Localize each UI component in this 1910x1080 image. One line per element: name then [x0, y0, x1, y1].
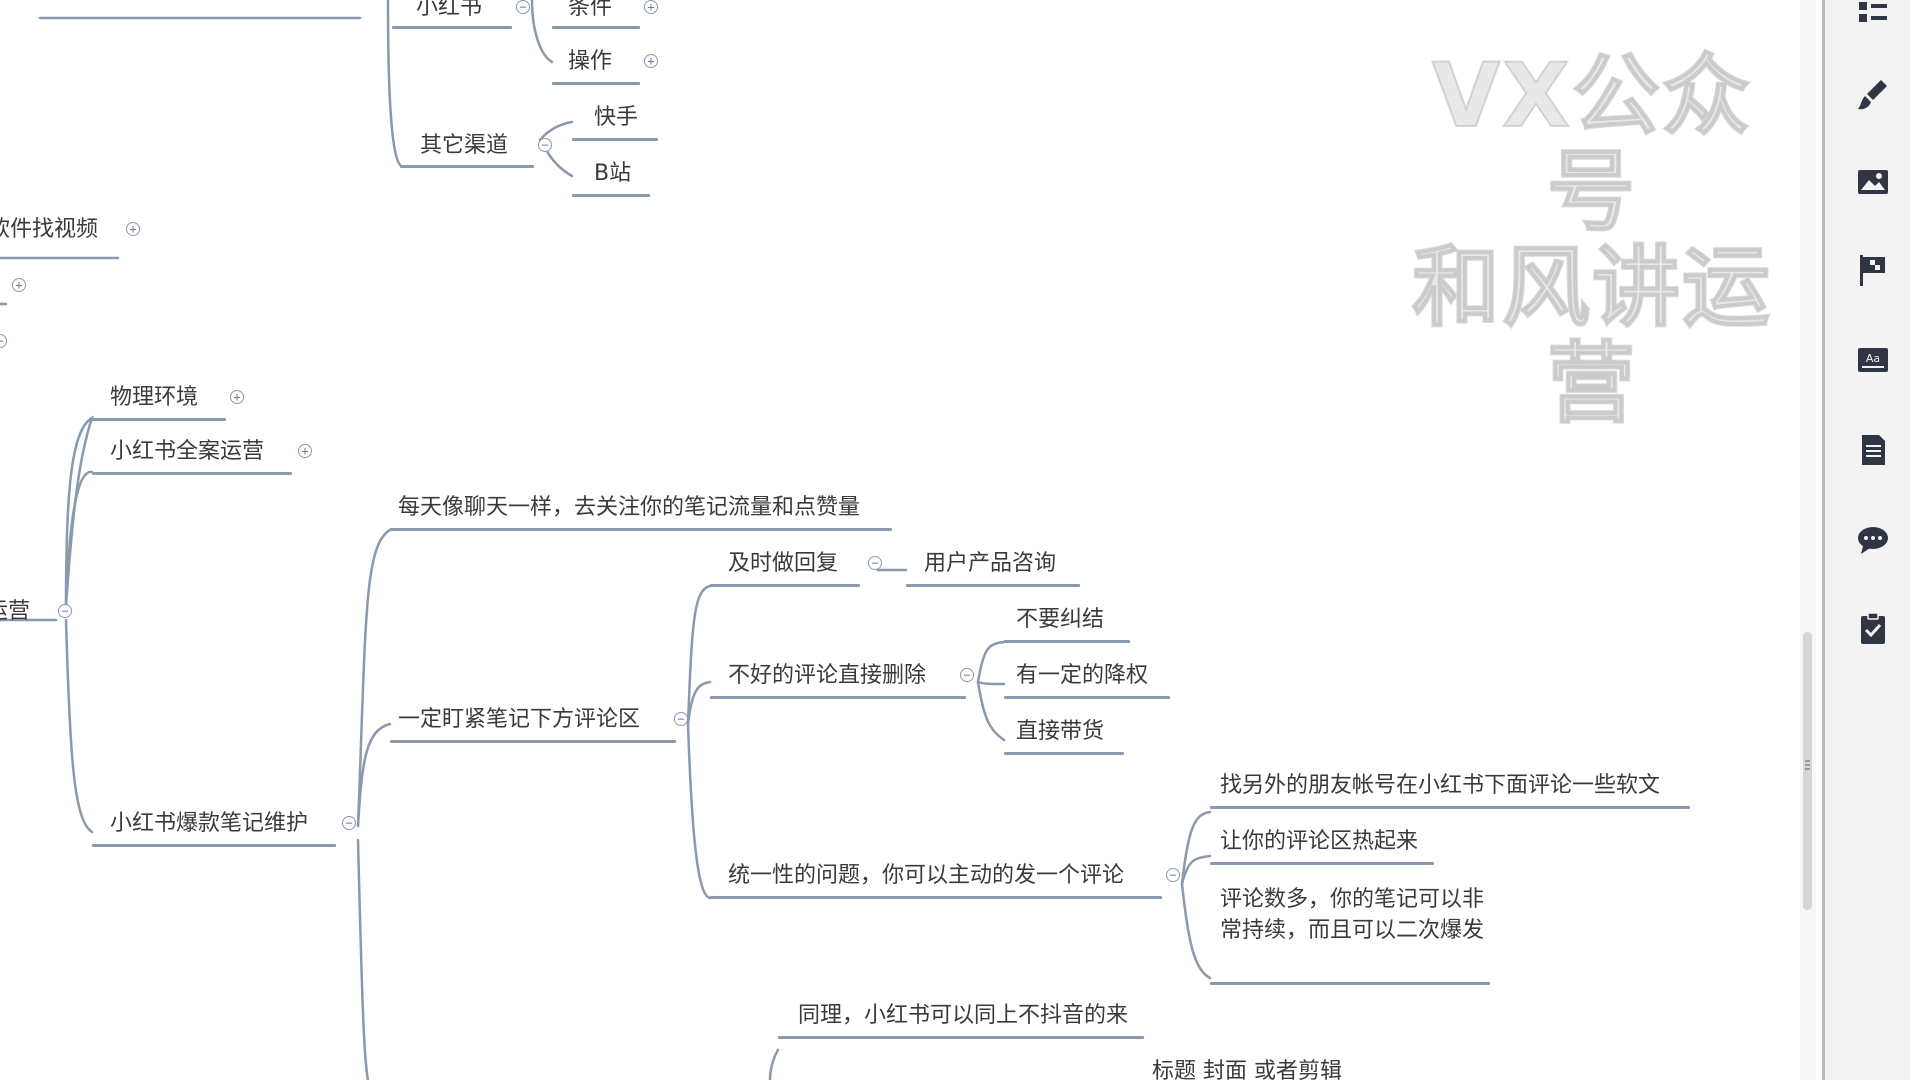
mindmap-links	[0, 0, 1212, 1080]
node-tongyixing[interactable]: 统一性的问题，你可以主动的发一个评论	[728, 863, 1125, 888]
node-underline	[92, 844, 336, 847]
node-ruanjian-zhao-shipin[interactable]: 软件找视频	[0, 217, 99, 242]
expand-toggle[interactable]: +	[12, 278, 26, 292]
mindmap-canvas[interactable]: VX公众号 和风讲运营 小红书 − 条件 + 操作 + 快手 其它渠道 − B站…	[0, 0, 1800, 1080]
task-icon[interactable]	[1855, 610, 1891, 646]
watermark-line2: 和风讲运营	[1411, 236, 1772, 435]
node-bu-hao-pinglun[interactable]: 不好的评论直接删除	[728, 663, 927, 688]
style-brush-icon[interactable]	[1855, 76, 1891, 112]
image-icon[interactable]	[1855, 164, 1891, 200]
node-underline	[400, 165, 534, 168]
node-underline	[1210, 862, 1434, 865]
note-icon[interactable]	[1855, 432, 1891, 468]
node-underline	[552, 26, 640, 29]
node-underline	[390, 528, 892, 531]
text-format-icon[interactable]: Aa	[1855, 342, 1891, 378]
node-underline	[390, 740, 676, 743]
flag-icon[interactable]	[1855, 252, 1891, 288]
vertical-scrollbar[interactable]	[1800, 0, 1816, 1080]
scrollbar-thumb[interactable]	[1803, 632, 1812, 910]
expand-toggle[interactable]: +	[230, 390, 244, 404]
collapse-toggle[interactable]: −	[342, 816, 356, 830]
node-biaoti[interactable]: 标题 封面 或者剪辑	[1152, 1059, 1342, 1080]
node-underline	[572, 138, 658, 141]
node-underline	[1210, 806, 1690, 809]
collapse-toggle[interactable]: −	[0, 334, 7, 348]
node-underline	[552, 82, 640, 85]
outline-icon[interactable]	[1855, 0, 1891, 30]
node-rang-pinglunqu[interactable]: 让你的评论区热起来	[1220, 829, 1419, 854]
right-toolbar: Aa	[1822, 0, 1910, 1080]
node-zhijie-daihuo[interactable]: 直接带货	[1016, 719, 1105, 744]
collapse-toggle[interactable]: −	[58, 604, 72, 618]
node-underline	[710, 696, 966, 699]
node-underline	[710, 896, 1162, 899]
node-yonghu-zixun[interactable]: 用户产品咨询	[924, 551, 1057, 576]
node-youyiding[interactable]: 有一定的降权	[1016, 663, 1149, 688]
node-underline	[1004, 752, 1124, 755]
node-underline	[1210, 982, 1490, 985]
collapse-toggle[interactable]: −	[674, 712, 688, 726]
node-caozuo[interactable]: 操作	[568, 49, 613, 74]
node-underline	[572, 194, 650, 197]
node-qita-qudao[interactable]: 其它渠道	[420, 133, 509, 158]
node-xiaohongshu-top[interactable]: 小红书	[416, 0, 483, 20]
node-meitian[interactable]: 每天像聊天一样，去关注你的笔记流量和点赞量	[398, 495, 861, 520]
node-wuli-huanjing[interactable]: 物理环境	[110, 385, 199, 410]
node-zhao-lingwai[interactable]: 找另外的朋友帐号在小红书下面评论一些软文	[1220, 773, 1661, 798]
node-underline	[392, 26, 512, 29]
node-pinglun-shuduo[interactable]: 评论数多，你的笔记可以非常持续，而且可以二次爆发	[1220, 887, 1485, 943]
node-underline	[778, 1036, 1144, 1039]
node-kuaishou[interactable]: 快手	[594, 105, 639, 130]
collapse-toggle[interactable]: −	[960, 668, 974, 682]
node-jishi-huifu[interactable]: 及时做回复	[728, 551, 839, 576]
node-underline	[1004, 640, 1130, 643]
collapse-toggle[interactable]: −	[868, 556, 882, 570]
expand-toggle[interactable]: +	[644, 0, 658, 14]
watermark: VX公众号 和风讲运营	[1392, 44, 1792, 435]
node-baokuan-weihu[interactable]: 小红书爆款笔记维护	[110, 811, 309, 836]
node-underline	[906, 584, 1080, 587]
expand-toggle[interactable]: +	[644, 54, 658, 68]
scrollbar-grip	[1805, 764, 1810, 766]
node-underline	[92, 418, 226, 421]
comment-icon[interactable]	[1855, 522, 1891, 558]
node-yunying-partial[interactable]: 运营	[0, 599, 31, 624]
node-quan-an-yunying[interactable]: 小红书全案运营	[110, 439, 265, 464]
node-underline	[710, 584, 860, 587]
node-bzhan[interactable]: B站	[594, 161, 632, 186]
node-underline	[92, 472, 292, 475]
node-buyao-jiujie[interactable]: 不要纠结	[1016, 607, 1105, 632]
svg-text:Aa: Aa	[1866, 352, 1880, 365]
expand-toggle[interactable]: +	[126, 222, 140, 236]
expand-toggle[interactable]: +	[298, 444, 312, 458]
collapse-toggle[interactable]: −	[516, 0, 530, 14]
node-tongli[interactable]: 同理，小红书可以同上不抖音的来	[798, 1003, 1129, 1028]
node-tiaojian[interactable]: 条件	[568, 0, 613, 20]
watermark-line1: VX公众号	[1431, 44, 1752, 243]
node-yiding-dingjin[interactable]: 一定盯紧笔记下方评论区	[398, 707, 641, 732]
collapse-toggle[interactable]: −	[538, 138, 552, 152]
collapse-toggle[interactable]: −	[1166, 868, 1180, 882]
node-underline	[1004, 696, 1170, 699]
